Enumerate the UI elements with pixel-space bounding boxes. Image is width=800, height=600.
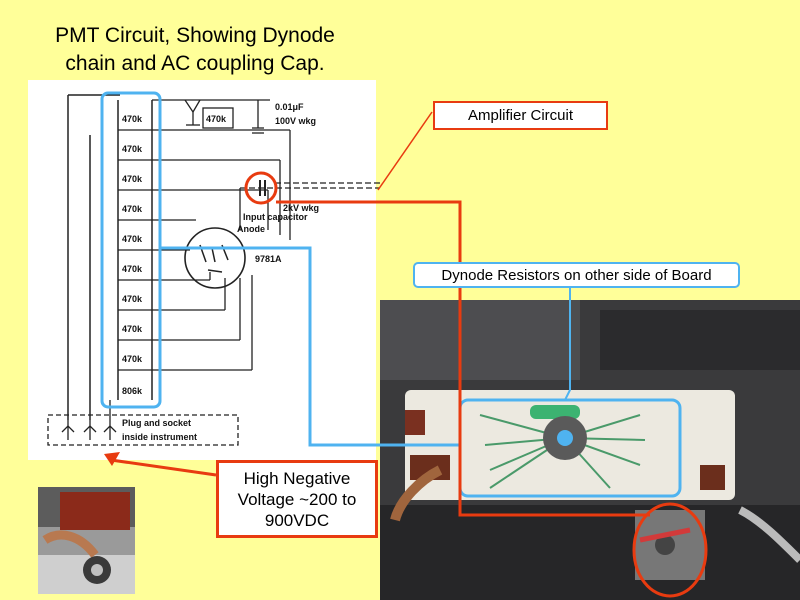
resistor-label: 470k <box>122 204 143 214</box>
blue-connector-2 <box>564 288 571 401</box>
amplifier-pointer <box>377 111 433 191</box>
resistor-chain-highlight <box>100 91 162 409</box>
hv-line-1: High Negative <box>243 468 351 488</box>
title-line-1: PMT Circuit, Showing Dynode <box>55 24 335 47</box>
blue-connector <box>160 246 460 447</box>
resistor-label: 470k <box>122 174 143 184</box>
plug-label-2: inside instrument <box>122 432 197 442</box>
resistor-label: 470k <box>122 234 143 244</box>
hv-connector-highlight <box>632 502 708 598</box>
resistor-label: 470k <box>122 114 143 124</box>
resistor-label: 470k <box>122 324 143 334</box>
hv-pointer-line <box>110 458 217 477</box>
slide-title: PMT Circuit, Showing Dynode chain and AC… <box>30 22 360 78</box>
cap-rating-label: 100V wkg <box>275 116 316 126</box>
hv-line-3: 900VDC <box>264 510 330 530</box>
red-connector <box>276 200 650 517</box>
resistor-chain: 470k 470k 470k 470k 470k 470k 470k 470k … <box>122 114 143 396</box>
dynode-resistors-callout: Dynode Resistors on other side of Board <box>413 262 740 288</box>
connector-photo <box>38 487 135 594</box>
resistor-label: 470k <box>122 264 143 274</box>
cap-value-label: 0.01μF <box>275 102 304 112</box>
top-resistor-label: 470k <box>206 114 227 124</box>
board-photo <box>380 300 800 600</box>
resistor-label: 806k <box>122 386 143 396</box>
resistor-label: 470k <box>122 354 143 364</box>
pmt-tube-symbol <box>184 227 246 289</box>
high-voltage-callout: High Negative Voltage ~200 to 900VDC <box>216 460 378 538</box>
amplifier-callout: Amplifier Circuit <box>433 101 608 130</box>
resistor-label: 470k <box>122 144 143 154</box>
anode-label: Anode <box>237 224 265 234</box>
plug-label-1: Plug and socket <box>122 418 191 428</box>
schematic-background <box>28 80 376 460</box>
input-cap-label: Input capacitor <box>243 212 308 222</box>
title-line-2: chain and AC coupling Cap. <box>65 52 325 75</box>
hv-arrowhead <box>104 452 120 466</box>
input-cap-value: 2kV wkg <box>283 203 319 213</box>
pmt-schematic: 470k 470k 470k 470k 470k 470k 470k 470k … <box>28 80 380 460</box>
resistor-label: 470k <box>122 294 143 304</box>
coupling-cap-highlight <box>244 171 278 205</box>
hv-line-2: Voltage ~200 to <box>237 489 357 509</box>
amplifier-callout-text: Amplifier Circuit <box>467 107 573 124</box>
dynode-resistors-callout-text: Dynode Resistors on other side of Board <box>441 266 712 284</box>
tube-label: 9781A <box>255 254 282 264</box>
